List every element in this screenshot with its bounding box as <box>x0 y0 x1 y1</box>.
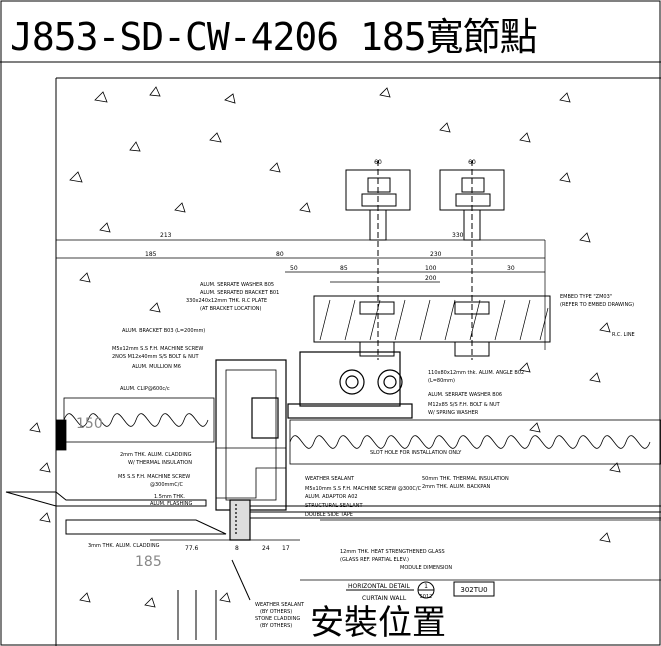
note-adaptor: ALUM. ADAPTOR A02 <box>305 494 358 500</box>
note-bolt2: M12x85 S/S F.H. BOLT & NUT <box>428 402 501 408</box>
glass-panel <box>5 491 661 535</box>
note-embed-ref: (REFER TO EMBED DRAWING) <box>560 302 634 308</box>
mullion-assembly <box>215 351 413 541</box>
note-bracket: ALUM. SERRATED BRACKET B01 <box>200 290 279 296</box>
dim-230: 230 <box>430 251 442 258</box>
note-slot: SLOT HOLE FOR INSTALLATION ONLY <box>370 450 462 456</box>
dim-60-left: 60 <box>374 159 382 166</box>
install-position-label: 安裝位置 <box>310 603 446 643</box>
note-plate: 330x240x12mm THK. R.C PLATE <box>186 298 267 304</box>
anchor-bolt-right <box>439 160 505 360</box>
embed-plate <box>313 295 551 357</box>
drawing-code: 302TU0 <box>460 586 487 594</box>
note-washer-b06: ALUM. SERRATE WASHER B06 <box>428 392 502 398</box>
dim-100: 100 <box>425 265 437 272</box>
dimension-lines <box>56 239 661 581</box>
anchor-bolt-left <box>345 160 411 360</box>
dim-50: 50 <box>290 265 298 272</box>
detail-title-block: HORIZONTAL DETAIL CURTAIN WALL 1 5012 30… <box>346 581 495 602</box>
note-by-others: (BY OTHERS) <box>260 609 292 615</box>
note-washer: ALUM. SERRATE WASHER B05 <box>200 282 274 288</box>
dim-77: 77.6 <box>185 545 199 552</box>
stone-cladding <box>177 559 251 640</box>
note-cladding3: 3mm THK. ALUM. CLADDING <box>88 543 160 549</box>
dim-150: 150 <box>76 416 103 432</box>
note-screw: M5x12mm S.S F.H. MACHINE SCREW <box>112 346 203 352</box>
detail-reference: 5012 <box>420 594 433 600</box>
note-glass: 12mm THK. HEAT STRENGTHENED GLASS <box>340 549 445 555</box>
dim-185-bottom: 185 <box>135 554 162 570</box>
note-insul: W/ THERMAL INSULATION <box>128 460 192 466</box>
dim-24: 24 <box>262 545 270 552</box>
concrete-hatch <box>29 86 621 608</box>
note-structural: STRUCTURAL SEALANT <box>305 503 363 509</box>
dim-8: 8 <box>235 545 239 552</box>
note-cladding: 2mm THK. ALUM. CLADDING <box>120 452 192 458</box>
note-bracket-b03: ALUM. BRACKET B03 (L=200mm) <box>122 328 205 334</box>
note-screw2: M5x10mm S.S F.H. MACHINE SCREW @300C/C <box>305 486 422 492</box>
detail-title: HORIZONTAL DETAIL <box>348 583 411 590</box>
note-bracket-loc: (AT BRACKET LOCATION) <box>200 306 262 312</box>
note-tape: DOUBLE SIDE TAPE <box>305 512 353 518</box>
note-angle-len: (L=80mm) <box>428 378 455 384</box>
note-at300: @300mmC/C <box>150 482 183 488</box>
dim-30: 30 <box>507 265 515 272</box>
note-flashing1: 1.5mm THK. <box>154 494 185 500</box>
detail-subtitle: CURTAIN WALL <box>362 595 407 602</box>
note-glass-ref: (GLASS REF. PARTIAL ELEV.) <box>340 557 409 563</box>
note-screw300: M5 S.S F.H. MACHINE SCREW <box>118 474 190 480</box>
insulation-band <box>55 397 661 465</box>
note-mullion: ALUM. MULLION M6 <box>132 364 181 370</box>
note-module: MODULE DIMENSION <box>400 565 452 571</box>
note-thermal: 50mm THK. THERMAL INSULATION <box>422 476 509 482</box>
dim-80: 80 <box>276 251 284 258</box>
note-weather2: WEATHER SEALANT <box>255 602 305 608</box>
note-backpan: 2mm THK. ALUM. BACKPAN <box>422 484 491 490</box>
note-weather: WEATHER SEALANT <box>305 476 355 482</box>
dim-185: 185 <box>145 251 157 258</box>
dim-17: 17 <box>282 545 290 552</box>
note-spring: W/ SPRING WASHER <box>428 410 479 416</box>
dim-60-right: 60 <box>468 159 476 166</box>
dim-200: 200 <box>425 275 437 282</box>
dim-213: 213 <box>160 232 172 239</box>
note-flashing2: ALUM. FLASHING <box>150 501 192 507</box>
detail-number: 1 <box>424 583 428 590</box>
note-bolt: 2NOS M12x40mm S/S BOLT & NUT <box>112 354 199 360</box>
note-rc-line: R.C. LINE <box>612 332 635 338</box>
annotation-notes: ALUM. SERRATE WASHER B05 ALUM. SERRATED … <box>88 282 635 629</box>
dim-330: 330 <box>452 232 464 239</box>
note-by-others2: (BY OTHERS) <box>260 623 292 629</box>
dim-85: 85 <box>340 265 348 272</box>
drawing-title: J853-SD-CW-4206 185寬節點 <box>10 15 538 59</box>
note-embed: EMBED TYPE "ZM03" <box>560 294 612 300</box>
note-clip: ALUM. CLIP@600c/c <box>120 386 170 392</box>
note-angle: 110x80x12mm thk. ALUM. ANGLE B02 <box>428 370 524 376</box>
note-stone: STONE CLADDING <box>255 616 300 622</box>
